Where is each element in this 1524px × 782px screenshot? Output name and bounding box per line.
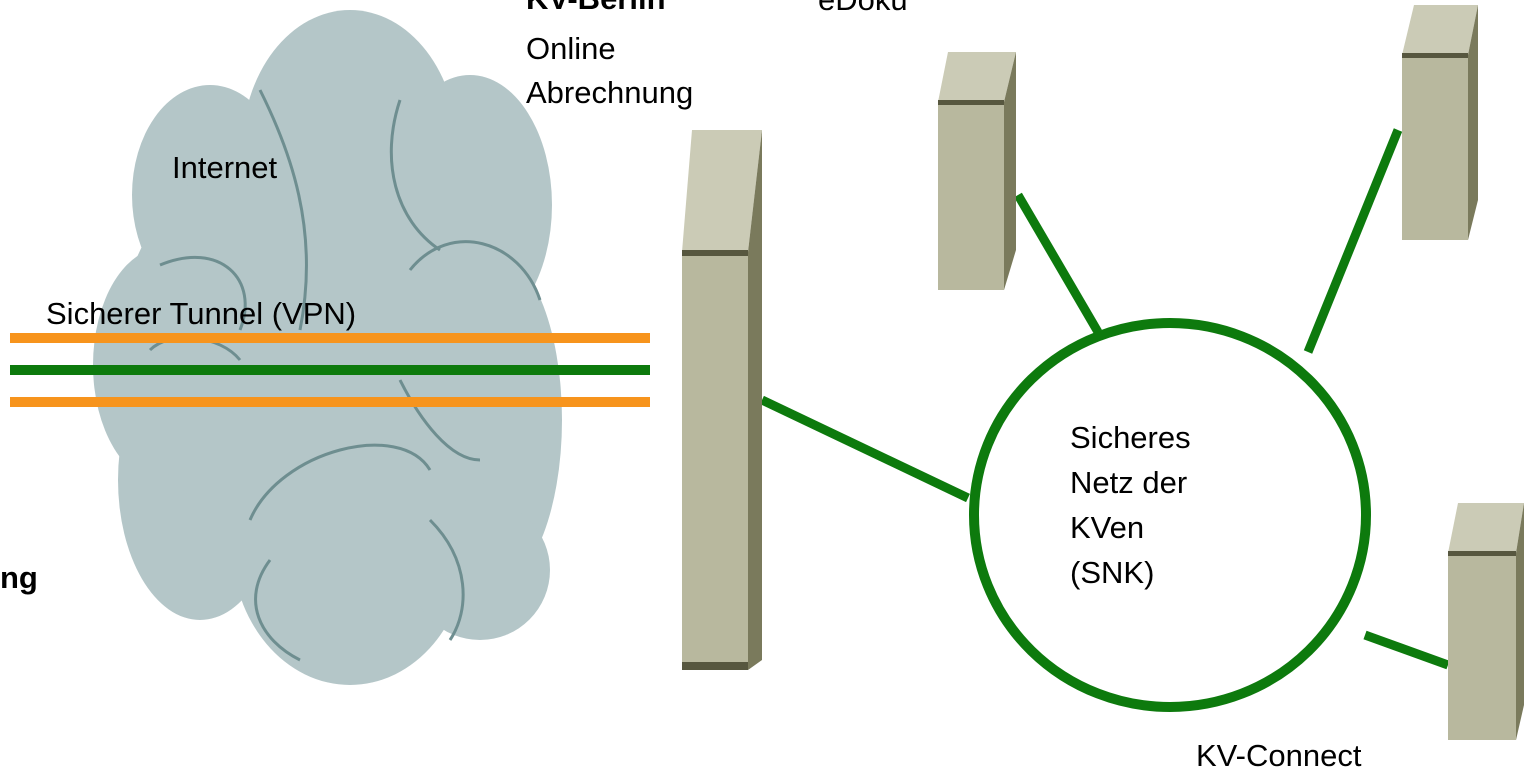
internet-cloud-icon [93, 10, 562, 685]
snk-network-ring [969, 318, 1371, 712]
kv-berlin-line-2: Abrechnung [526, 75, 694, 110]
left-cutoff-label: ng [0, 560, 38, 595]
snk-line-3: KVen [1070, 510, 1145, 545]
internet-label: Internet [172, 150, 278, 185]
link-server-right-snk [1303, 128, 1403, 354]
vpn-tunnel-label: Sicherer Tunnel (VPN) [46, 296, 357, 331]
link-kv-berlin-snk [760, 395, 970, 503]
edoku-label: eDoku [818, 0, 908, 18]
server-icon-edoku [938, 52, 1016, 290]
link-edoku-snk [1014, 192, 1102, 335]
server-icon-top-right [1402, 5, 1478, 240]
server-icon-kv-connect [1448, 503, 1524, 740]
kv-berlin-line-1: Online [526, 31, 616, 66]
kv-connect-label: KV-Connect [1196, 738, 1362, 773]
snk-line-4: (SNK) [1070, 555, 1155, 590]
kv-berlin-title: KV-Berlin [526, 0, 666, 17]
snk-line-2: Netz der [1070, 465, 1188, 500]
link-kv-connect-snk [1363, 630, 1450, 670]
network-links [760, 128, 1450, 670]
snk-line-1: Sicheres [1070, 420, 1191, 455]
server-icon-kv-berlin [682, 130, 762, 670]
